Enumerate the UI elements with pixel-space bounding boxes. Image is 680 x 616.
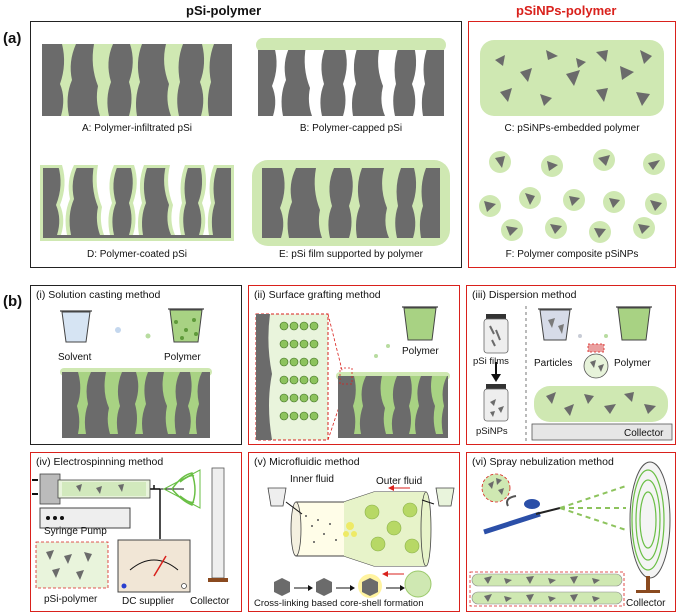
caption-D: D: Polymer-coated pSi [86, 249, 188, 260]
method-vi-frame [466, 452, 676, 612]
method-iv-dc-label: DC supplier [122, 596, 175, 607]
panel-label-b: (b) [3, 293, 23, 310]
method-iii-frame [466, 285, 676, 445]
panel-label-a: (a) [3, 30, 22, 47]
method-iii-polymer-label: Polymer [614, 358, 651, 369]
method-vi-graphic [469, 461, 671, 607]
method-iv-frame [30, 452, 242, 612]
caption-E: E: pSi film supported by polymer [279, 249, 423, 260]
caption-C: C: pSiNPs-embedded polymer [504, 123, 640, 134]
method-i-polymer-label: Polymer [164, 352, 201, 363]
method-iii-particles-label: Particles [534, 358, 573, 369]
method-i-graphic [60, 308, 212, 438]
method-iii-graphic [483, 306, 673, 442]
method-iii-psinps-label: pSiNPs [476, 426, 508, 437]
method-iv-pump-label: Syringe Pump [44, 526, 107, 537]
method-ii-title: (ii) Surface grafting method [254, 289, 381, 301]
method-ii-graphic [255, 306, 450, 441]
method-i-title: (i) Solution casting method [36, 289, 161, 301]
diagram-A [42, 44, 232, 116]
diagram-D [40, 165, 234, 241]
method-iv-title: (iv) Electrospinning method [36, 456, 164, 468]
method-iv-psi-polymer-label: pSi-polymer [44, 594, 98, 605]
method-iii-psi-films-label: pSi films [473, 356, 509, 367]
caption-B: B: Polymer-capped pSi [299, 123, 403, 134]
diagram-F [479, 149, 667, 243]
panel-a-diagrams [40, 38, 667, 246]
method-iii-collector-label: Collector [624, 428, 664, 439]
method-iii-title: (iii) Dispersion method [472, 289, 577, 301]
method-vi-collector-label: Collector [626, 598, 666, 609]
caption-F: F: Polymer composite pSiNPs [505, 249, 639, 260]
header-psinps-polymer: pSiNPs-polymer [516, 3, 617, 18]
method-v-inner-label: Inner fluid [290, 474, 334, 485]
method-iv-graphic [32, 467, 228, 593]
method-i-solvent-label: Solvent [58, 352, 92, 363]
caption-A: A: Polymer-infiltrated pSi [81, 123, 193, 134]
method-v-graphic [267, 485, 455, 598]
method-i-frame [30, 285, 242, 445]
method-v-frame [248, 452, 460, 612]
panel-a-psinps-polymer-frame [468, 21, 676, 268]
method-iv-collector-label: Collector [190, 596, 230, 607]
method-v-caption: Cross-linking based core-shell formation [254, 598, 424, 609]
method-vi-title: (vi) Spray nebulization method [472, 456, 614, 468]
diagram-E [252, 160, 450, 246]
diagram-B [256, 38, 446, 116]
header-psi-polymer: pSi-polymer [186, 3, 262, 18]
method-ii-frame [248, 285, 460, 445]
method-ii-polymer-label: Polymer [402, 346, 439, 357]
panel-a-psi-polymer-frame [30, 21, 462, 268]
method-v-outer-label: Outer fluid [376, 476, 423, 487]
method-v-title: (v) Microfluidic method [254, 456, 360, 468]
diagram-C [480, 40, 664, 116]
